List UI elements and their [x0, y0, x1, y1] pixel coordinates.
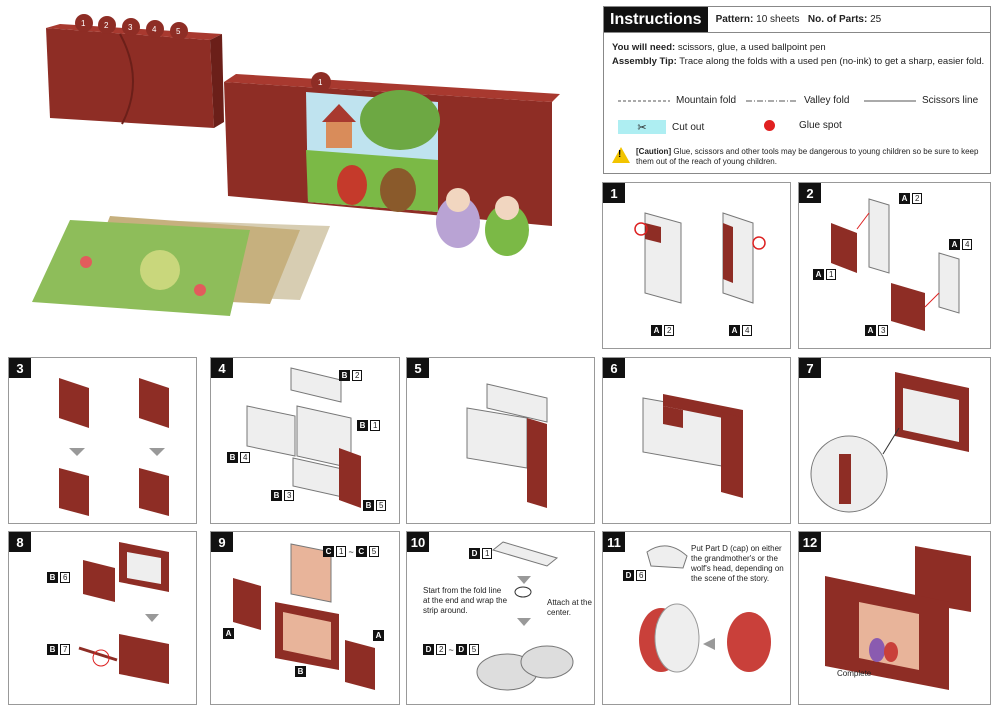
- step-number: 9: [211, 532, 233, 552]
- legend-mountain: Mountain fold: [618, 95, 737, 106]
- instructions-title: Instructions: [604, 7, 708, 32]
- part-label: A: [223, 628, 234, 639]
- step-6-panel: 6: [602, 357, 791, 524]
- part-label: B: [295, 666, 306, 677]
- step-number: 3: [9, 358, 31, 378]
- legend-valley: Valley fold: [746, 95, 850, 106]
- step-11-note: Put Part D (cap) on either the grandmoth…: [691, 544, 784, 583]
- product-illustration: 1 2 3 4 5 1: [32, 14, 560, 316]
- scissors-icon: ✂: [618, 120, 666, 134]
- legend-cut: ✂ Cut out: [618, 120, 704, 134]
- legend-glue: Glue spot: [764, 120, 842, 131]
- step-3-panel: 3: [8, 357, 197, 524]
- caution-note: ! [Caution] Glue, scissors and other too…: [612, 147, 984, 167]
- svg-text:4: 4: [152, 25, 157, 34]
- step-number: 7: [799, 358, 821, 378]
- glue-spot-icon: [764, 120, 775, 131]
- step-5-panel: 5: [406, 357, 595, 524]
- step-12-panel: 12 Complete: [798, 531, 991, 705]
- product-photo: 1 2 3 4 5 1: [0, 0, 595, 350]
- svg-text:1: 1: [318, 78, 323, 87]
- step-number: 5: [407, 358, 429, 378]
- step-number: 12: [799, 532, 821, 552]
- step-number: 2: [799, 183, 821, 203]
- warning-icon: !: [612, 147, 630, 163]
- legend-scissors: Scissors line: [864, 95, 979, 106]
- svg-text:2: 2: [104, 21, 109, 30]
- step-11-panel: 11 Put Part D (cap) on either the grandm…: [602, 531, 791, 705]
- complete-label: Complete: [837, 669, 872, 678]
- pattern-info: Pattern: 10 sheets No. of Parts: 25: [715, 14, 882, 25]
- step-number: 1: [603, 183, 625, 203]
- step-10-note: Start from the fold line at the end and …: [423, 586, 508, 615]
- step-number: 10: [407, 532, 429, 552]
- step-10-note-center: Attach at the center.: [547, 598, 592, 617]
- tab-label: 1: [81, 19, 86, 28]
- step-number: 4: [211, 358, 233, 378]
- svg-text:5: 5: [176, 27, 181, 36]
- instructions-panel: Instructions Pattern: 10 sheets No. of P…: [603, 6, 991, 174]
- step-number: 11: [603, 532, 625, 552]
- part-label: A: [373, 630, 384, 641]
- requirements: You will need: scissors, glue, a used ba…: [612, 42, 985, 67]
- svg-text:3: 3: [128, 23, 133, 32]
- step-number: 8: [9, 532, 31, 552]
- step-number: 6: [603, 358, 625, 378]
- step-7-panel: 7: [798, 357, 991, 524]
